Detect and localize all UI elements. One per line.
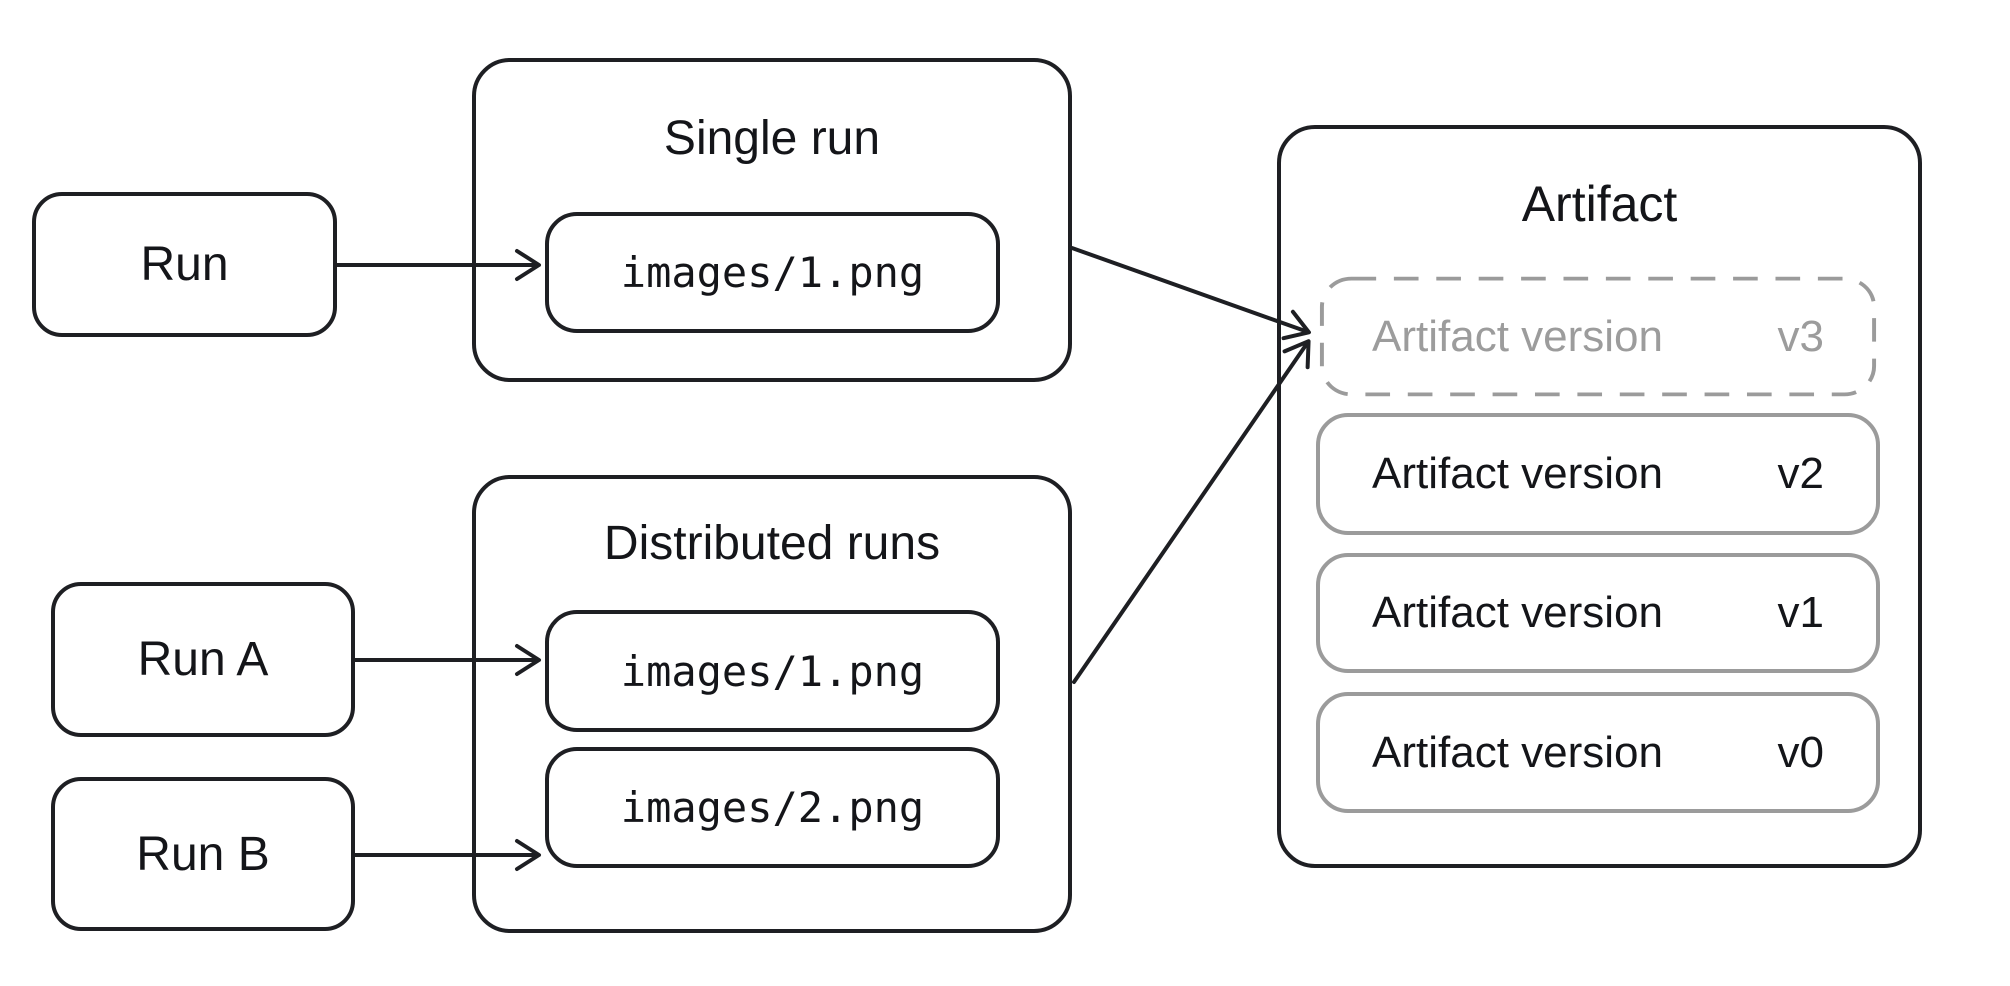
version-label: Artifact version [1372,449,1663,498]
file-node-single: images/1.png [545,212,1000,333]
artifact-title: Artifact [1521,176,1678,232]
run-node-label: Run [140,238,229,291]
file-node-distributed-1: images/1.png [545,610,1000,732]
version-label: Artifact version [1372,311,1663,361]
artifact-version-v0: Artifact version v0 [1316,692,1880,813]
version-tag: v0 [1777,727,1824,777]
run-node: Run [32,192,337,337]
single-run-title: Single run [663,112,881,165]
artifact-version-v2: Artifact version v2 [1316,413,1880,535]
distributed-runs-group: Distributed runs images/1.png images/2.p… [472,475,1072,933]
arrow-single-run-to-artifact-v3 [1070,246,1311,341]
run-a-node-label: Run A [137,633,269,686]
distributed-runs-title: Distributed runs [603,517,941,570]
single-run-group: Single run images/1.png [472,58,1072,382]
artifact-group: Artifact Artifact version v3 Artifact ve… [1277,125,1922,868]
version-tag: v1 [1777,588,1824,637]
version-label: Artifact version [1372,727,1663,777]
run-a-node: Run A [51,582,355,737]
run-b-node: Run B [51,777,355,931]
artifact-version-v3-pending: Artifact version v3 [1316,273,1880,400]
run-b-node-label: Run B [136,827,270,881]
arrow-distributed-to-artifact-v3 [1072,339,1311,684]
artifact-version-v1: Artifact version v1 [1316,553,1880,673]
version-label: Artifact version [1372,588,1663,637]
file-path-label: images/1.png [620,646,925,696]
file-path-label: images/2.png [620,783,925,832]
version-tag: v2 [1777,449,1824,498]
version-tag: v3 [1777,311,1824,361]
file-node-distributed-2: images/2.png [545,747,1000,868]
file-path-label: images/1.png [620,248,925,297]
